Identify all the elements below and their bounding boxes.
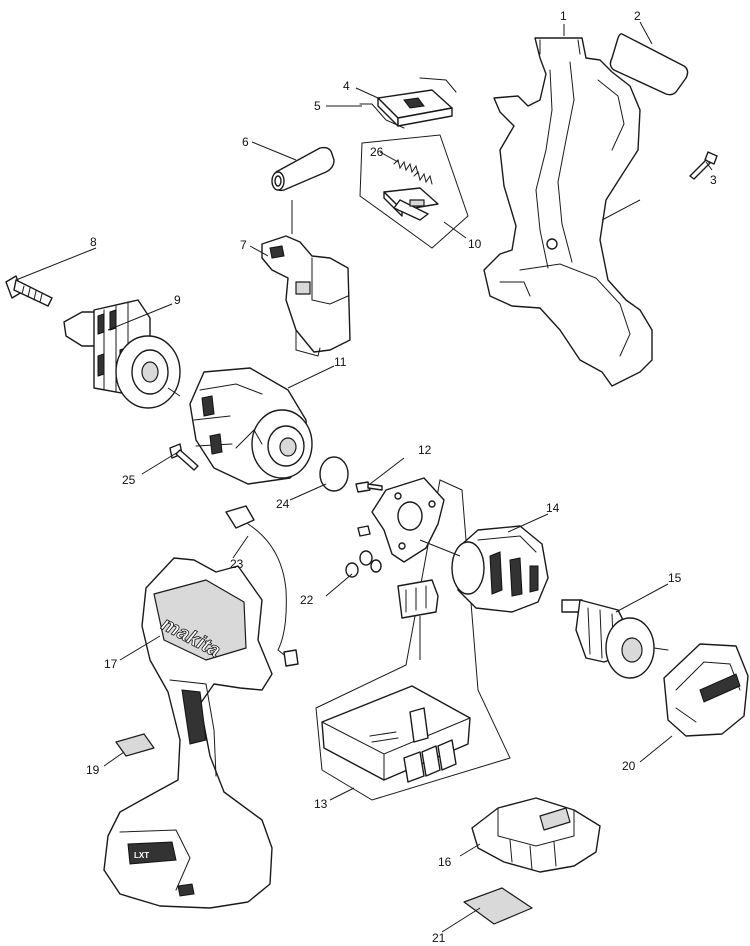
battery-badge: LXT: [134, 851, 149, 860]
callout-25: 25: [122, 473, 136, 487]
callout-22: 22: [300, 593, 314, 607]
callout-14: 14: [546, 501, 560, 515]
o-ring-24: [319, 456, 349, 492]
callout-17: 17: [104, 657, 118, 671]
spring-26: [393, 159, 433, 185]
callout-16: 16: [438, 855, 452, 869]
stator-14: [451, 525, 549, 613]
callout-11: 11: [334, 355, 347, 369]
callout-20: 20: [622, 759, 636, 773]
label-19: [115, 733, 155, 757]
callout-9: 9: [174, 293, 181, 307]
callout-10: 10: [468, 237, 482, 251]
callout-12: 12: [418, 443, 432, 457]
screw-3: [689, 151, 718, 180]
callout-3: 3: [710, 173, 717, 187]
nuts-22: [345, 550, 382, 578]
callout-numbers: 1 2 3 4 5 6 7 8 9 10 11 12 13 14 15 16 1…: [86, 9, 717, 945]
label-plate: [609, 33, 689, 96]
terminal-block: [397, 579, 439, 619]
callout-5: 5: [314, 99, 321, 113]
rotor-15: [561, 599, 669, 679]
gear-assembly-11: [189, 367, 313, 485]
callout-26: 26: [370, 145, 384, 159]
reverse-switch-slide-10: [383, 187, 439, 221]
terminal-holder-16: [471, 797, 601, 873]
controller-13: [321, 685, 471, 783]
callout-4: 4: [343, 79, 350, 93]
callout-1: 1: [560, 9, 567, 23]
trigger-button-6: [271, 146, 335, 192]
housing-half-right: [483, 37, 653, 387]
drill-chuck-9: [63, 299, 181, 409]
leader-lines: [15, 21, 713, 933]
motor-bracket-plate: [371, 477, 445, 563]
switch-7: [261, 235, 351, 357]
callout-23: 23: [230, 557, 244, 571]
callout-8: 8: [90, 235, 97, 249]
housing-half-left: makita LXT: [103, 557, 273, 909]
led-cable-23: [225, 505, 299, 667]
callout-21: 21: [432, 931, 446, 945]
callout-2: 2: [634, 9, 641, 23]
callout-15: 15: [668, 571, 682, 585]
callout-19: 19: [86, 763, 100, 777]
spring-wire-5: [359, 77, 457, 129]
callout-7: 7: [240, 238, 247, 252]
label-21: [463, 887, 533, 925]
rear-cover-20: [663, 643, 749, 737]
callout-13: 13: [314, 797, 328, 811]
screw-12: [355, 481, 383, 537]
switch-lever-4: [377, 89, 453, 127]
callout-24: 24: [276, 497, 290, 511]
screw-25: [169, 443, 199, 471]
callout-6: 6: [242, 135, 249, 149]
bolt-8: [5, 275, 53, 307]
group-box-10: [359, 134, 469, 249]
